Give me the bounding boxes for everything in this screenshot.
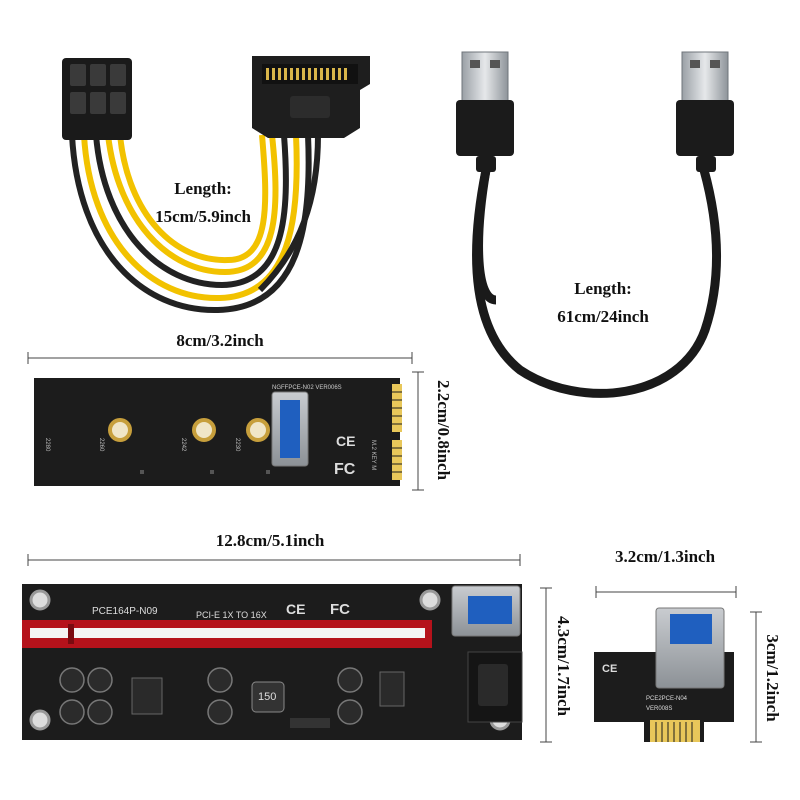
m2-size-mark-2260: 2260: [98, 438, 104, 452]
m2-size-mark-2230: 2230: [234, 438, 240, 452]
x1-width-label: 3.2cm/1.3inch: [614, 547, 716, 566]
m2-size-mark-2280: 2280: [44, 438, 50, 452]
m2-height-label: 2.2cm/0.8inch: [434, 379, 453, 481]
svg-text:CE: CE: [602, 663, 617, 675]
svg-text:FC: FC: [330, 601, 350, 618]
svg-text:CE: CE: [336, 433, 355, 449]
six-pin-connector: [62, 58, 132, 140]
riser-model-text: PCE164P-N09: [92, 606, 158, 617]
x1-height-label: 3cm/1.2inch: [763, 634, 782, 722]
usb-cable-length-value: 61cm/24inch: [557, 307, 649, 326]
usb-plug-left: [456, 51, 514, 172]
sata-connector: [252, 56, 370, 138]
m2-adapter-board: NGFFPCE-N02 VER006S CE FC 2280 2260 2242…: [27, 352, 424, 491]
x1-model-text: PCE2PCE-N04: [646, 696, 688, 702]
m2-size-mark-2242: 2242: [180, 438, 186, 452]
m2-width-label: 8cm/3.2inch: [176, 331, 264, 350]
svg-text:FC: FC: [334, 461, 356, 478]
x1-adapter-board: CE PCE2PCE-N04 VER008S: [594, 586, 762, 743]
usb-cable: [456, 51, 734, 398]
x1-version-text: VER008S: [646, 706, 672, 712]
riser-chip-text: 150: [258, 691, 276, 703]
riser-width-label: 12.8cm/5.1inch: [215, 531, 325, 550]
riser-height-label: 4.3cm/1.7inch: [554, 615, 573, 717]
m2-model-text: NGFFPCE-N02 VER006S: [272, 385, 342, 391]
power-cable-length-title: Length:: [174, 179, 232, 198]
m2-key-text: M.2 KEY M: [370, 440, 376, 470]
power-cable: [62, 56, 370, 314]
riser-board: PCE164P-N09 PCI-E 1X TO 16X CE FC 150: [22, 554, 552, 743]
riser-slot-text: PCI-E 1X TO 16X: [196, 610, 267, 620]
usb-plug-right: [676, 51, 734, 172]
power-cable-length-value: 15cm/5.9inch: [155, 207, 251, 226]
usb-cable-length-title: Length:: [574, 279, 632, 298]
svg-text:CE: CE: [286, 601, 305, 617]
